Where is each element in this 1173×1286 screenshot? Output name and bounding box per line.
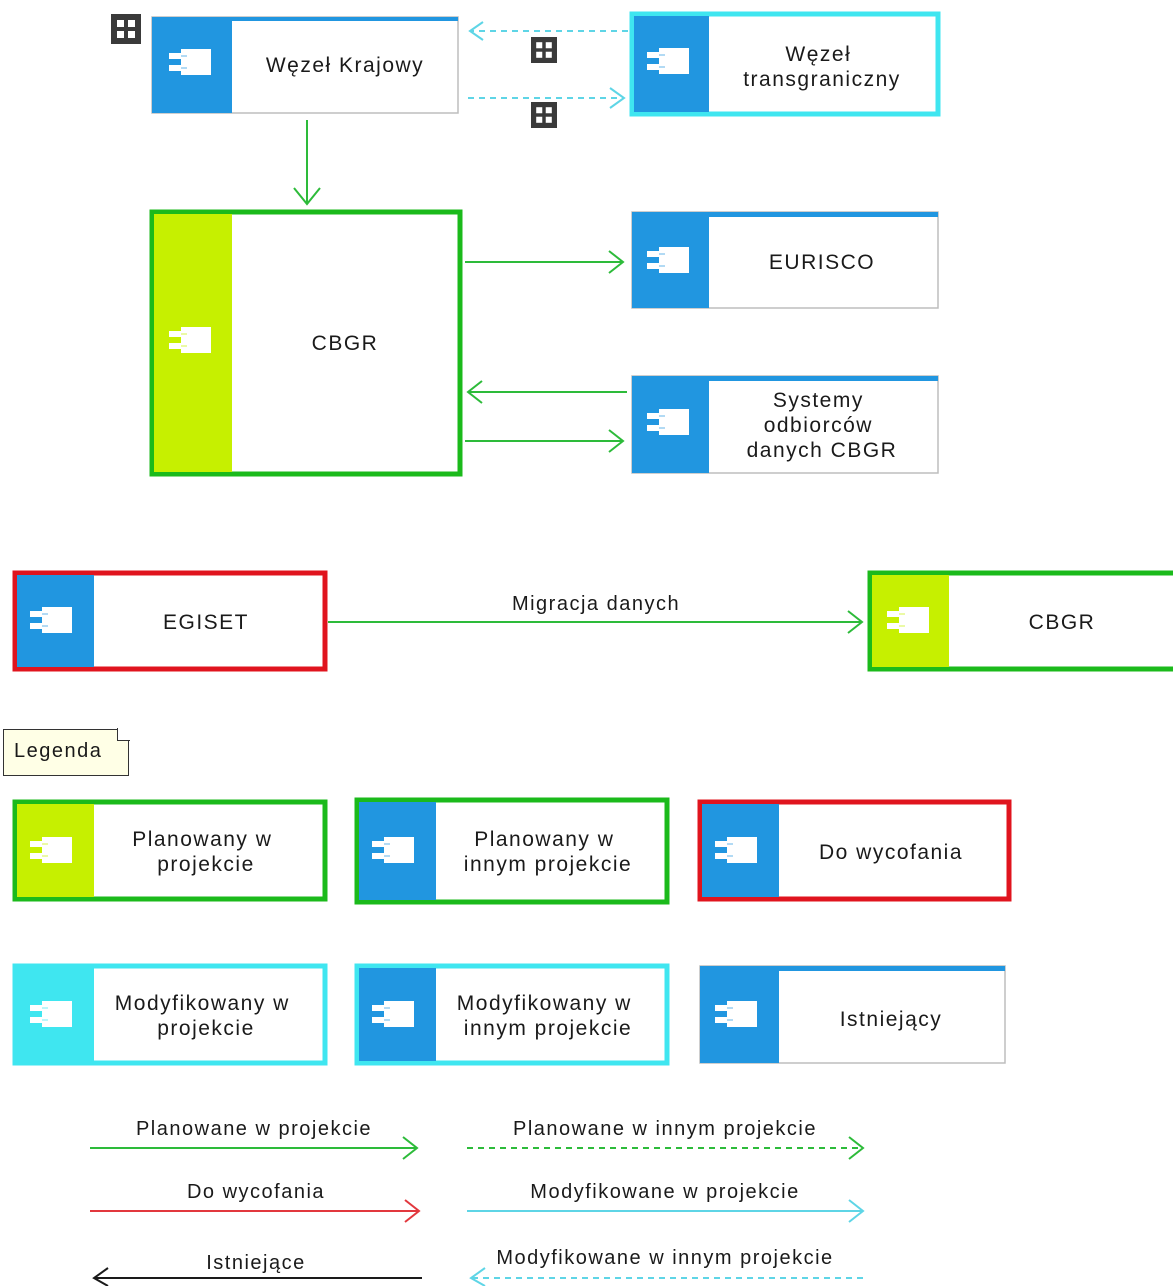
node-label: Węzeł Krajowy xyxy=(266,54,424,77)
legend-node-existing: Istniejący xyxy=(699,965,1006,1064)
legend-edge-label: Planowane w projekcie xyxy=(136,1118,372,1140)
node-label-line: Węzeł Krajowy xyxy=(266,54,424,77)
legend-note: Legenda xyxy=(3,728,130,776)
arrow-head-icon xyxy=(847,610,864,634)
edge-krajowy-to-cbgr xyxy=(293,120,321,206)
legend-edge-modified-other: Modyfikowane w innym projekcie xyxy=(469,1247,863,1286)
node-label: CBGR xyxy=(312,332,379,355)
node-label-line: Systemy xyxy=(773,389,864,412)
node-label: EURISCO xyxy=(769,251,875,274)
node-label-line: CBGR xyxy=(312,332,379,355)
arrow-head-icon xyxy=(609,87,626,109)
arrow-head-icon xyxy=(293,187,321,206)
arrow-head-icon xyxy=(469,1267,486,1286)
edge-transgraniczny-to-krajowy xyxy=(468,21,628,41)
node-label: Systemy odbiorców danych CBGR xyxy=(747,389,898,462)
edge-cbgr-to-eurisco xyxy=(465,250,625,274)
legend-edge-label: Do wycofania xyxy=(187,1181,325,1203)
legend-node-label-line: projekcie xyxy=(157,853,255,876)
edge-systemy-to-cbgr xyxy=(466,380,627,404)
legend-title: Legenda xyxy=(14,740,103,762)
node-wezel-transgraniczny[interactable]: Węzeł transgraniczny xyxy=(629,11,941,117)
legend-node-label-line: innym projekcie xyxy=(464,853,632,876)
arrow-head-icon xyxy=(848,1136,865,1160)
legend-edge-label: Modyfikowane w projekcie xyxy=(530,1181,799,1203)
node-egiset[interactable]: EGISET xyxy=(12,570,328,672)
node-label: CBGR xyxy=(1029,611,1096,634)
node-cbgr-main[interactable]: CBGR xyxy=(149,209,463,477)
legend-node-label: Planowany w projekcie xyxy=(132,828,280,876)
node-label-line: EURISCO xyxy=(769,251,875,274)
legend-node-label-line: innym projekcie xyxy=(464,1017,632,1040)
arrow-head-icon xyxy=(92,1267,109,1286)
legend-node-label-line: projekcie xyxy=(157,1017,255,1040)
legend-node-label-line: Planowany w xyxy=(132,828,272,851)
node-label-line: odbiorców xyxy=(764,414,873,437)
legend-node-label: Istniejący xyxy=(840,1008,943,1031)
arrow-head-icon xyxy=(404,1199,421,1223)
node-label: EGISET xyxy=(163,611,249,634)
legend-edge-planned-other: Planowane w innym projekcie xyxy=(467,1118,865,1160)
interface-marker-icon xyxy=(531,37,557,63)
legend-edge-label: Planowane w innym projekcie xyxy=(513,1118,817,1140)
node-label-line: transgraniczny xyxy=(743,68,901,91)
node-label: Węzeł transgraniczny xyxy=(743,43,901,91)
legend-edge-planned: Planowane w projekcie xyxy=(90,1118,419,1160)
node-label-line: Węzeł xyxy=(785,43,851,66)
interface-marker-icon xyxy=(531,102,557,128)
legend-node-label: Modyfikowany w innym projekcie xyxy=(457,992,639,1040)
legend-node-label-line: Istniejący xyxy=(840,1008,943,1031)
legend-node-label: Modyfikowany w projekcie xyxy=(115,992,297,1040)
legend-node-label-line: Modyfikowany w xyxy=(115,992,290,1015)
package-marker-icon xyxy=(111,14,141,44)
node-label-line: danych CBGR xyxy=(747,439,898,462)
legend-edge-modified: Modyfikowane w projekcie xyxy=(467,1181,865,1223)
edge-krajowy-to-transgraniczny xyxy=(468,87,626,109)
arrow-head-icon xyxy=(466,380,483,404)
legend-edge-retire: Do wycofania xyxy=(90,1181,421,1223)
legend-node-planned: Planowany w projekcie xyxy=(12,799,328,902)
legend-edge-label: Modyfikowane w innym projekcie xyxy=(496,1247,833,1269)
edge-label-migracja: Migracja danych xyxy=(512,593,680,615)
arrow-head-icon xyxy=(468,21,484,41)
legend-node-label: Planowany w innym projekcie xyxy=(464,828,632,876)
arrow-head-icon xyxy=(608,429,625,453)
legend-node-label: Do wycofania xyxy=(819,841,963,864)
legend-node-planned-other: Planowany w innym projekcie xyxy=(354,797,670,905)
node-label-line: CBGR xyxy=(1029,611,1096,634)
legend-edge-existing: Istniejące xyxy=(92,1252,422,1286)
node-eurisco[interactable]: EURISCO xyxy=(631,211,939,309)
arrow-head-icon xyxy=(848,1199,865,1223)
legend-node-modified-other: Modyfikowany w innym projekcie xyxy=(354,963,670,1066)
edge-cbgr-to-systemy xyxy=(465,429,625,453)
node-cbgr-migration[interactable]: CBGR xyxy=(867,570,1173,672)
note-fold-icon xyxy=(117,728,130,741)
arrow-head-icon xyxy=(402,1136,419,1160)
edge-egiset-to-cbgr: Migracja danych xyxy=(328,593,864,634)
node-label-line: EGISET xyxy=(163,611,249,634)
arrow-head-icon xyxy=(608,250,625,274)
legend-node-label-line: Planowany w xyxy=(474,828,614,851)
legend-node-label-line: Modyfikowany w xyxy=(457,992,632,1015)
legend-node-modified: Modyfikowany w projekcie xyxy=(12,963,328,1066)
legend-edge-label: Istniejące xyxy=(206,1252,306,1274)
node-systemy-odbiorcow[interactable]: Systemy odbiorców danych CBGR xyxy=(631,375,939,474)
legend-node-retire: Do wycofania xyxy=(697,799,1012,902)
legend-node-label-line: Do wycofania xyxy=(819,841,963,864)
node-wezel-krajowy[interactable]: Węzeł Krajowy xyxy=(151,16,459,114)
